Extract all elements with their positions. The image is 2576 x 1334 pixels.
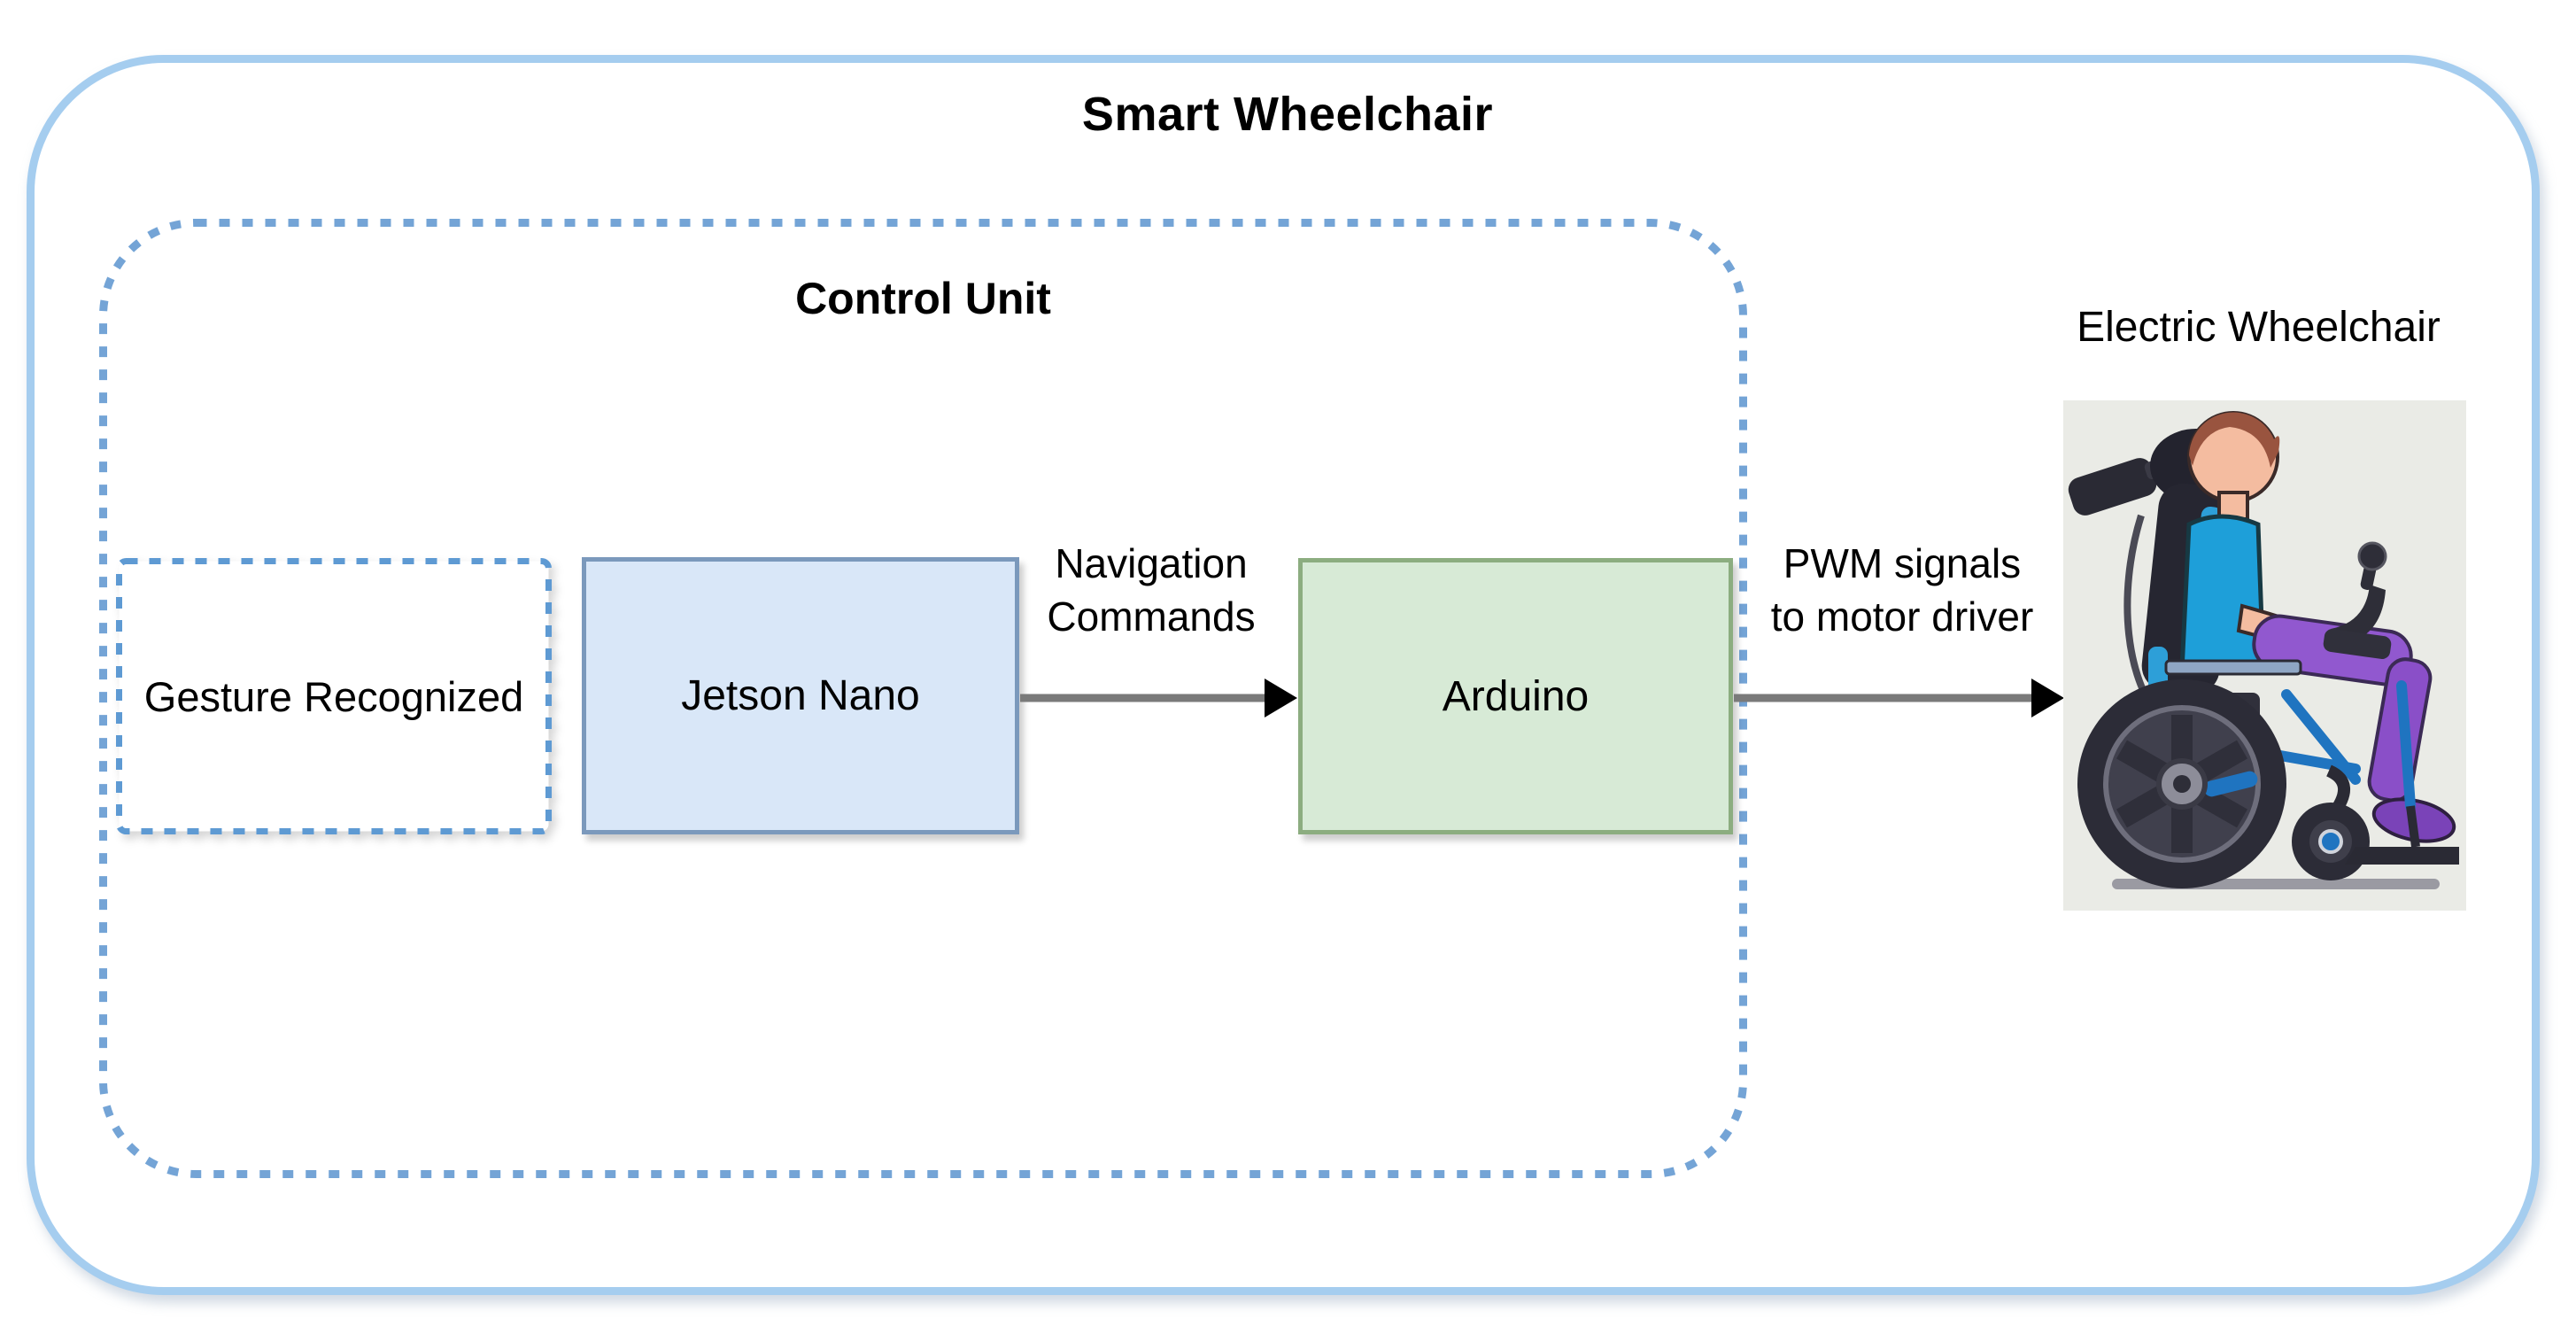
electric-wheelchair-label: Electric Wheelchair bbox=[2077, 304, 2441, 351]
arrowhead-icon bbox=[1265, 679, 1297, 717]
pwm-signals-arrow bbox=[1734, 679, 2064, 717]
gesture-node-dashed-border bbox=[116, 558, 552, 834]
navigation-commands-arrow bbox=[1020, 679, 1297, 717]
rear-wheel bbox=[2077, 679, 2286, 888]
control-unit-title: Control Unit bbox=[795, 274, 1051, 323]
wheel-accent bbox=[2203, 771, 2258, 797]
diagram-title: Smart Wheelchair bbox=[1081, 88, 1494, 141]
gesture-node-label: Gesture Recognized bbox=[143, 672, 524, 720]
arduino-node: Arduino bbox=[1298, 558, 1733, 834]
arrowhead-icon bbox=[2031, 679, 2064, 717]
jetson-nano-node: Jetson Nano bbox=[582, 557, 1019, 834]
navigation-commands-label: Navigation Commands bbox=[1047, 540, 1256, 640]
arduino-label: Arduino bbox=[1442, 672, 1590, 720]
gesture-recognized-node bbox=[116, 558, 552, 834]
hair bbox=[2189, 412, 2280, 468]
armrest-pad bbox=[2164, 659, 2302, 676]
electric-wheelchair-illustration bbox=[2063, 400, 2466, 911]
pwm-signals-label: PWM signals to motor driver bbox=[1770, 540, 2034, 640]
joystick-controller bbox=[2323, 541, 2392, 659]
footrest bbox=[2345, 805, 2459, 865]
t-shirt bbox=[2179, 514, 2266, 673]
jetson-nano-label: Jetson Nano bbox=[681, 672, 920, 719]
